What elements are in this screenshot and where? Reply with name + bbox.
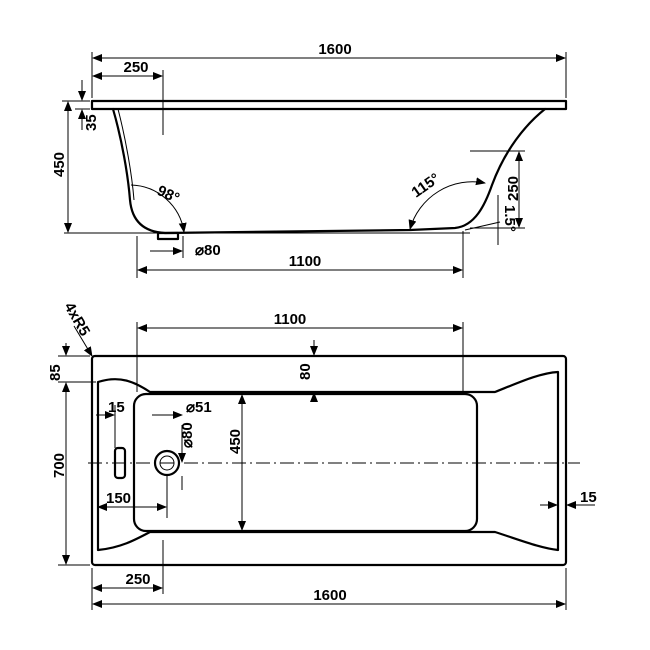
side-drain: [156, 231, 180, 241]
top-inner-contour: [96, 370, 560, 552]
label-angle-left: 98°: [154, 182, 182, 207]
top-view: 4xR5 1100 80 85 700 15 ⌀51 ⌀80 450: [47, 300, 597, 610]
top-drain-outer: [153, 449, 181, 477]
label-top-length: 1600: [313, 587, 346, 604]
label-drain-offset: 150: [106, 490, 131, 507]
label-side-height: 450: [51, 152, 68, 177]
label-rim-width: 85: [47, 364, 64, 381]
angle-left-arc: [130, 184, 187, 233]
label-slope: 1.5°: [501, 205, 518, 232]
label-right-height: 250: [505, 176, 522, 201]
side-tub-inner: [117, 108, 135, 201]
top-overflow: [113, 446, 127, 480]
label-side-drain: ⌀80: [195, 242, 221, 259]
side-tub-body: [111, 107, 547, 235]
label-side-length: 1600: [318, 41, 351, 58]
side-rim: [90, 99, 568, 111]
label-angle-right: 115°: [409, 170, 443, 201]
top-drain-inner: [159, 455, 175, 471]
side-view: 1600 250 35 450 98° 115° 250 1.5° ⌀: [51, 41, 568, 278]
label-top-width: 700: [51, 453, 68, 478]
label-right-offset: 15: [580, 489, 597, 506]
label-corner-radius: 4xR5: [61, 300, 94, 340]
top-outer-rim: [90, 354, 568, 567]
angle-right-arc: [408, 177, 486, 230]
label-rim-thickness: 35: [83, 114, 100, 131]
label-drain-left: 15: [108, 399, 125, 416]
label-basin-width: 450: [227, 429, 244, 454]
label-top-offset: 250: [125, 571, 150, 588]
label-top-inner-length: 1100: [274, 311, 307, 328]
label-side-offset: 80: [297, 363, 314, 380]
label-side-offset: 250: [123, 59, 148, 76]
label-top-drain: ⌀80: [179, 422, 196, 448]
label-overflow: ⌀51: [186, 399, 212, 416]
label-bottom-length: 1100: [289, 253, 322, 270]
corner-radius-leader: [73, 325, 93, 357]
